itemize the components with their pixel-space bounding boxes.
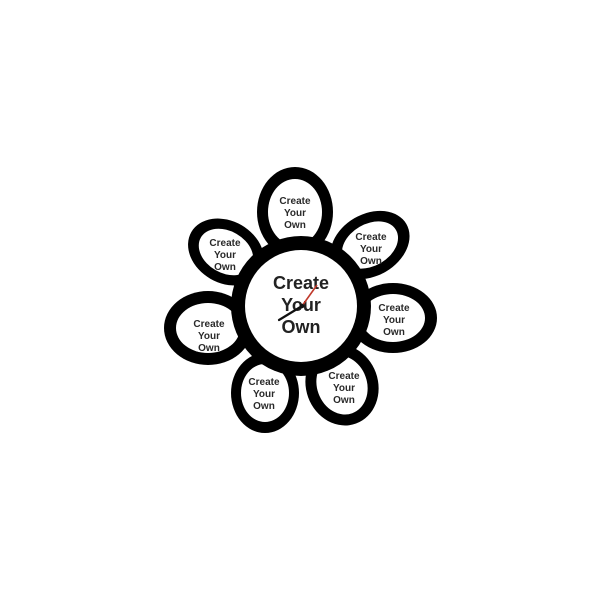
petal-label-line: Own <box>253 401 275 412</box>
hand-pivot <box>299 303 305 309</box>
petal-top: Create Your Own <box>257 167 333 257</box>
petal-label-line: Own <box>383 327 405 338</box>
petal-bottom-left: Create Your Own <box>231 353 299 433</box>
petal-label-line: Create <box>248 377 280 388</box>
petal-label-line: Create <box>193 319 225 330</box>
second-hand <box>301 284 318 307</box>
petal-label-line: Your <box>284 208 306 219</box>
petal-label-line: Your <box>360 244 382 255</box>
petal-label-line: Own <box>284 220 306 231</box>
petal-label-line: Create <box>378 303 410 314</box>
petal-label-line: Create <box>355 232 387 243</box>
petal-label-line: Own <box>333 395 355 406</box>
center-label-line: Own <box>282 317 321 337</box>
clock-hands <box>277 284 318 322</box>
petal-label-line: Create <box>209 238 241 249</box>
petal-label-line: Your <box>383 315 405 326</box>
petal-label-line: Own <box>360 256 382 267</box>
petal-label-line: Create <box>279 196 311 207</box>
petal-label-line: Own <box>214 262 236 273</box>
petal-left: Create Your Own <box>164 291 252 365</box>
petal-right: Create Your Own <box>349 283 437 353</box>
center-label-line: Create <box>273 273 329 293</box>
hour-hand <box>277 304 304 322</box>
petal-label-line: Own <box>198 343 220 354</box>
petal-label-line: Your <box>253 389 275 400</box>
petal-label-line: Your <box>214 250 236 261</box>
petal-label-line: Create <box>328 371 360 382</box>
petal-label-line: Your <box>333 383 355 394</box>
petal-label-line: Your <box>198 331 220 342</box>
